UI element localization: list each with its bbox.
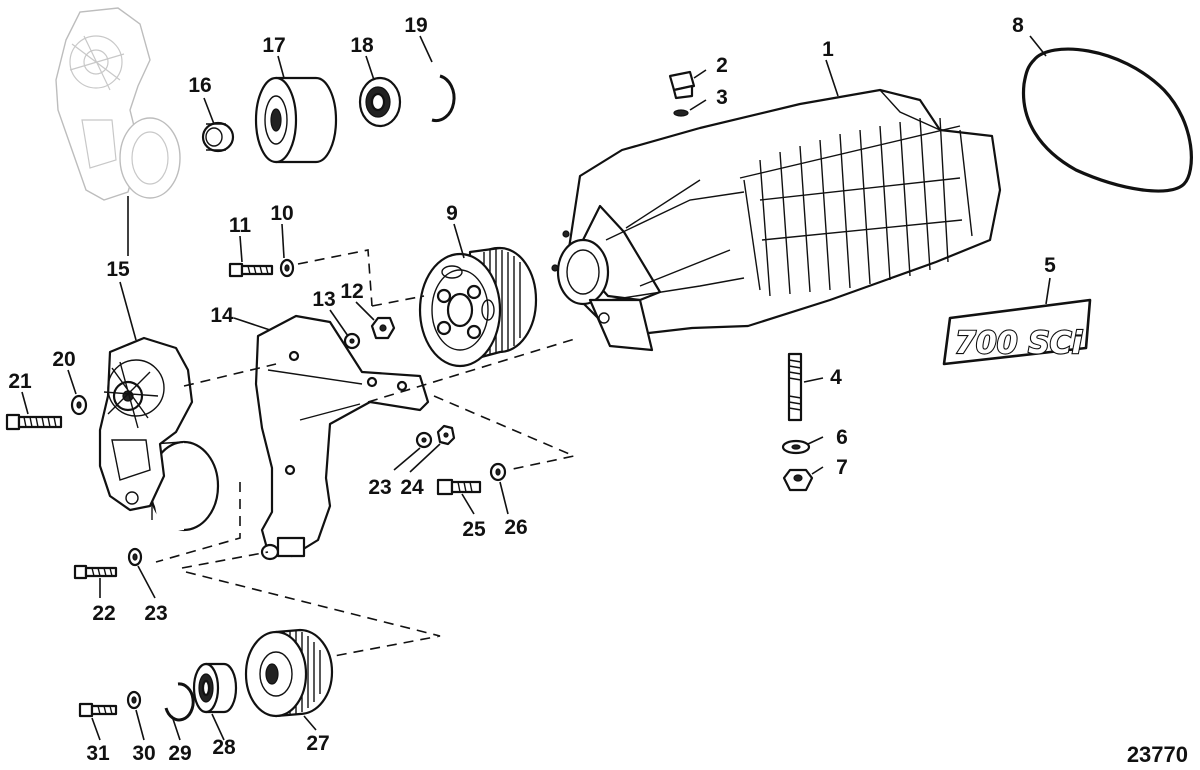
callout-2: 2 — [716, 54, 728, 77]
part-4-stud — [787, 352, 803, 422]
part-1-supercharger — [551, 88, 1002, 352]
callout-17: 17 — [262, 34, 285, 57]
part-23-washer-right — [415, 431, 433, 449]
callout-8: 8 — [1012, 14, 1024, 37]
callout-12: 12 — [340, 280, 363, 303]
callout-13: 13 — [312, 288, 335, 311]
callout-5: 5 — [1044, 254, 1056, 277]
decal-text: 700 SCi — [955, 326, 1083, 361]
part-18-bearing — [358, 76, 402, 128]
reference-number: 23770 — [1127, 742, 1188, 767]
callout-23-right: 23 — [368, 476, 391, 499]
callout-4: 4 — [830, 366, 842, 389]
callout-11: 11 — [229, 214, 252, 237]
part-21-screw — [5, 413, 63, 431]
callout-9: 9 — [446, 202, 458, 225]
part-24-nut — [436, 424, 456, 446]
part-22-screw — [73, 564, 118, 580]
part-14-bracket — [254, 314, 430, 561]
callout-26: 26 — [504, 516, 527, 539]
callout-15: 15 — [106, 258, 130, 281]
part-23-washer-left — [127, 547, 143, 567]
callout-31: 31 — [86, 742, 110, 765]
ghost-tensioner-illustration — [55, 7, 181, 201]
callout-18: 18 — [350, 34, 374, 57]
callout-20: 20 — [52, 348, 75, 371]
part-10-washer — [279, 258, 295, 278]
callout-24: 24 — [400, 476, 424, 499]
callout-23-left: 23 — [144, 602, 167, 625]
part-19-retaining-ring — [431, 74, 456, 123]
callout-1: 1 — [822, 38, 834, 61]
part-11-screw — [228, 262, 274, 278]
callout-6: 6 — [836, 426, 848, 449]
part-17-idler-pulley — [254, 76, 338, 164]
part-6-washer — [781, 439, 811, 455]
part-15-belt-tensioner — [98, 336, 220, 532]
callout-28: 28 — [212, 736, 236, 759]
part-3-o-ring — [673, 109, 689, 117]
callout-29: 29 — [168, 742, 191, 765]
part-30-washer — [126, 690, 142, 710]
part-28-bearing — [192, 662, 238, 714]
callout-25: 25 — [462, 518, 486, 541]
callout-labels: 1 2 3 4 5 6 7 8 9 10 11 12 13 14 15 16 1… — [8, 14, 1056, 765]
callout-3: 3 — [716, 86, 728, 109]
part-8-gasket — [1021, 47, 1193, 193]
part-12-nut — [370, 316, 396, 340]
callout-14: 14 — [210, 304, 234, 327]
part-7-nut — [782, 468, 814, 492]
leader-lines — [21, 35, 1051, 741]
part-16-spacer — [201, 121, 235, 153]
assembly-dashed-lines — [155, 249, 579, 657]
callout-19: 19 — [404, 14, 427, 37]
part-9-supercharger-pulley — [418, 246, 538, 368]
callout-10: 10 — [270, 202, 293, 225]
part-5-decal: 700 SCi — [942, 298, 1092, 366]
part-26-washer — [489, 462, 507, 482]
part-27-idler-pulley — [244, 628, 334, 718]
part-31-screw — [78, 702, 118, 718]
part-20-washer — [70, 394, 88, 416]
part-29-retaining-ring — [164, 682, 195, 722]
callout-16: 16 — [188, 74, 211, 97]
callout-30: 30 — [132, 742, 155, 765]
part-2-plug — [668, 70, 696, 100]
part-13-washer — [343, 332, 361, 350]
callout-27: 27 — [306, 732, 329, 755]
callout-22: 22 — [92, 602, 115, 625]
callout-7: 7 — [836, 456, 848, 479]
callout-21: 21 — [8, 370, 32, 393]
part-25-screw — [436, 478, 482, 496]
